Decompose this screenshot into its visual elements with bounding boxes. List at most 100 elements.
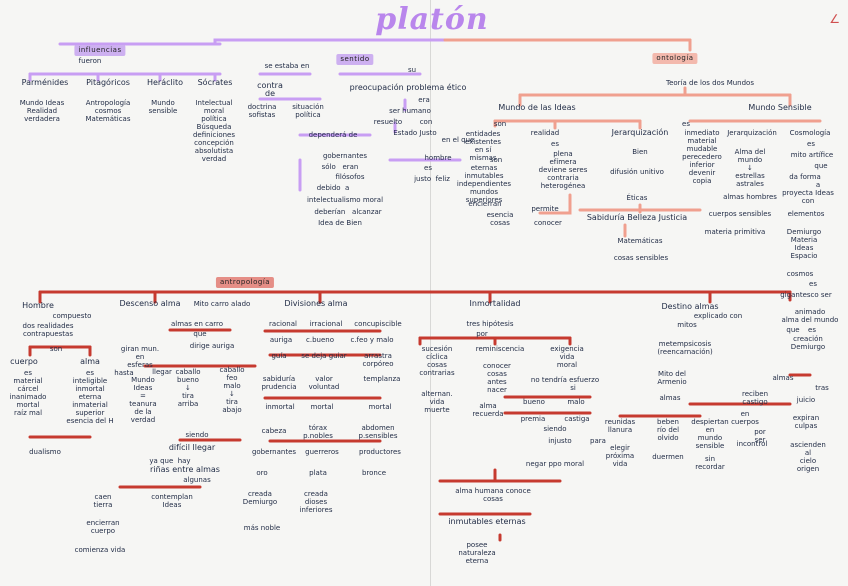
antro-expiran: expiran culpas: [792, 414, 820, 430]
antro-dificil: difícil llegar: [168, 443, 216, 452]
antro-rinas: riñas entre almas: [150, 465, 220, 474]
ontologia-es2: es: [807, 140, 815, 148]
antro-son: son: [49, 345, 63, 353]
sentido-preocupacion: preocupación problema ético: [349, 83, 467, 92]
sentido-doctrina: doctrina sofistas: [247, 103, 277, 119]
ontologia-jerarquizacion2: Jerarquización: [727, 129, 777, 137]
antro-almas2: almas: [772, 374, 794, 382]
ontologia-es4: es: [808, 326, 816, 334]
antro-mortal: mortal: [310, 403, 334, 411]
antro-alma-es: es inteligible inmortal eterna inmateria…: [66, 369, 114, 425]
antro-guerreros: guerreros: [305, 448, 339, 456]
antro-inmortal: inmortal: [265, 403, 295, 411]
ontologia-conocer: conocer: [534, 219, 562, 227]
antro-si: si: [570, 384, 576, 392]
antro-exigencia: exigencia vida moral: [550, 345, 584, 369]
antro-mitos: mitos: [677, 321, 697, 329]
antro-mortal2: mortal: [368, 403, 392, 411]
antro-cuerpo: cuerpo: [10, 357, 38, 366]
ontologia-cosas-sensibles: cosas sensibles: [613, 254, 669, 262]
influence-heraclito: Heráclito: [146, 78, 184, 87]
antro-inmortalidad: Inmortalidad: [469, 299, 521, 308]
antro-hombre: Hombre: [22, 301, 54, 310]
antro-almas: almas: [659, 394, 681, 402]
ontologia-demiurgo: Demiurgo Materia Ideas Espacio: [786, 228, 822, 260]
ontologia-mundo-ideas: Mundo de las Ideas: [498, 103, 576, 112]
antro-mundo-ideas: Mundo Ideas = teanura de la verdad: [129, 376, 157, 424]
antro-hasta: hasta: [114, 369, 134, 377]
antro-mito-carro: Mito carro alado: [193, 300, 251, 308]
antro-sabiduria: sabiduría prudencia: [261, 375, 297, 391]
antro-negar: negar ppo moral: [525, 460, 585, 468]
antro-siendo2: siendo: [543, 425, 567, 433]
fueron-label: fueron: [78, 57, 102, 65]
sentido-era: era: [418, 96, 430, 104]
influence-socrates: Sócrates: [197, 78, 233, 87]
ontologia-creacion: creación Demiurgo: [790, 335, 826, 351]
antro-creada-dioses: creada dioses inferiores: [299, 490, 333, 514]
antro-caballo-bueno: caballo bueno ↓ tira arriba: [175, 368, 201, 408]
influence-heraclito-detail: Mundo sensible: [148, 99, 178, 115]
ontologia-eticas: Éticas: [626, 194, 648, 202]
influence-pitagoricos-detail: Antropología cosmos Matemáticas: [85, 99, 131, 123]
sentido-contra: contra de: [257, 81, 283, 98]
antro-concupiscible: concupiscible: [354, 320, 402, 328]
sentido-solo-eran: sólo eran: [321, 163, 359, 171]
antro-caballo-feo: caballo feo malo ↓ tira abajo: [219, 366, 245, 414]
antro-creada-demiurgo: creada Demiurgo: [242, 490, 278, 506]
antro-cabeza: cabeza: [261, 427, 287, 435]
ontologia-almas-hombres: almas hombres: [723, 193, 777, 201]
sentido-depende: dependerá de: [308, 131, 358, 139]
sentido-deberian: deberían alcanzar: [314, 208, 382, 216]
ontologia-que2: que: [786, 326, 800, 334]
ontologia-esencia: esencia cosas: [486, 211, 514, 227]
antro-arrastra: arrastra corpóreo: [362, 352, 394, 368]
antro-productores: productores: [359, 448, 401, 456]
antro-siendo: siendo: [185, 431, 209, 439]
antro-alternan: alternan. vida muerte: [421, 390, 453, 414]
antro-que: que: [193, 330, 207, 338]
antro-para: para: [590, 437, 606, 445]
antro-asciende: ascienden al cielo origen: [790, 441, 826, 473]
antro-explicado: explicado con: [693, 312, 743, 320]
antro-tras: tras: [815, 384, 829, 392]
corner-mark: ∠: [829, 12, 840, 26]
antro-ya-que: ya que hay: [149, 457, 191, 465]
antro-abdomen: abdomen p.sensibles: [358, 424, 398, 440]
antro-duermen: duermen: [652, 453, 684, 461]
antro-reciben: reciben castigo: [741, 390, 769, 406]
sentido-intelectualismo: intelectualismo moral: [306, 196, 384, 204]
influencias-header: influencias: [74, 45, 126, 56]
antro-incontrol: incontrol: [736, 440, 768, 448]
antro-bueno: bueno: [523, 398, 545, 406]
sentido-su: su: [407, 66, 417, 74]
antro-dirige: dirige auriga: [189, 342, 235, 350]
antro-premia: premia: [520, 415, 546, 423]
ontologia-a: a: [815, 181, 821, 189]
antro-mito-er: Mito del Armenio: [657, 370, 687, 386]
ontologia-proyecta: proyecta Ideas con: [782, 189, 834, 205]
ontologia-animado: animado alma del mundo: [781, 308, 839, 324]
ontologia-header: ontología: [652, 53, 698, 64]
antro-contemplan: contemplan Ideas: [151, 493, 193, 509]
ontologia-difusion: difusión unitivo: [610, 168, 664, 176]
antro-reunidas: reunidas llanura: [604, 418, 636, 434]
ontologia-cosmos: cosmos: [786, 270, 814, 278]
antro-racional: racional: [269, 320, 297, 328]
ontologia-entidades: entidades existentes en sí mismas: [464, 130, 502, 162]
antro-destino: Destino almas: [661, 302, 719, 311]
antro-caen: caen tierra: [93, 493, 113, 509]
antro-irracional: irracional: [309, 320, 343, 328]
sentido-en-el-que: en el que: [441, 136, 475, 144]
ontologia-realidad: realidad: [530, 129, 560, 137]
page-title: platón: [375, 2, 489, 37]
ontologia-matematicas: Matemáticas: [617, 237, 663, 245]
sentido-gobernantes: gobernantes: [322, 152, 368, 160]
influence-socrates-detail: Intelectual moral política Búsqueda defi…: [192, 99, 236, 163]
ontologia-alma-mundo: Alma del mundo ↓ estrellas astrales: [734, 148, 766, 188]
antro-mas-noble: más noble: [243, 524, 281, 532]
antro-alma: alma: [80, 357, 100, 366]
ontologia-cosmologia: Cosmología: [789, 129, 831, 137]
antro-valor: valor voluntad: [308, 375, 340, 391]
sentido-debido-a: debido a: [316, 184, 350, 192]
